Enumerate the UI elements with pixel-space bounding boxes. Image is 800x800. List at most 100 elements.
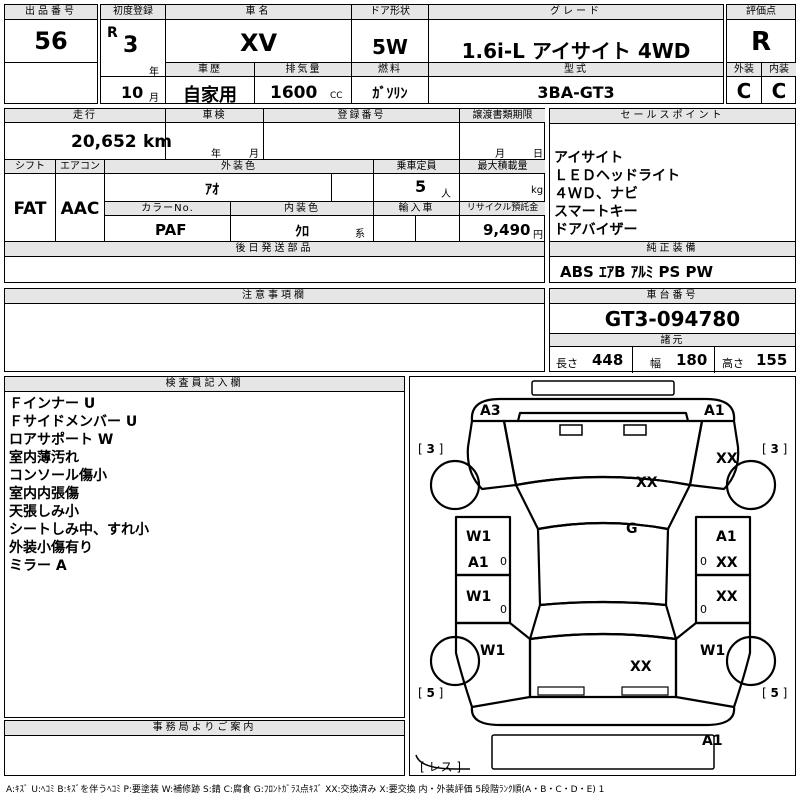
rear-right-wheel xyxy=(725,635,777,687)
mileage: 20,652 xyxy=(71,132,137,152)
color-label: 外装色 xyxy=(105,160,373,174)
notes-box: 注意事項欄 xyxy=(4,288,545,372)
notes-label: 注意事項欄 xyxy=(5,289,544,304)
sales-point: ドアバイザー xyxy=(554,222,638,238)
length-label: 長さ xyxy=(556,357,578,370)
rear-light-mark xyxy=(537,686,585,696)
cc-label: 排気量 xyxy=(255,63,352,76)
mark-w1-left-rear: W1 xyxy=(466,589,491,605)
chassis-label: 車台番号 xyxy=(550,289,795,304)
inspector-line: ロアサポート W xyxy=(9,432,114,448)
height: 155 xyxy=(756,351,788,369)
tire-depth-fr: [ 3 ] xyxy=(762,442,787,456)
spare-tire: [ レス ] xyxy=(420,760,461,774)
dimensions-label: 諸元 xyxy=(550,334,795,347)
capacity-unit: 人 xyxy=(441,189,451,200)
rear-bumper xyxy=(470,706,736,727)
lot-number: 56 xyxy=(34,27,68,55)
mark-zero: 0 xyxy=(700,603,707,616)
roof xyxy=(536,521,670,607)
inspector-line: シートしみ中、すれ小 xyxy=(9,522,149,538)
inspector-label: 検査員記入欄 xyxy=(5,377,404,392)
mark-a1-top: A1 xyxy=(704,403,725,419)
tire-depth-rl: [ 5 ] xyxy=(418,686,443,700)
fuel-type: ｶﾞｿﾘﾝ xyxy=(372,86,408,102)
body-color: ｱｵ xyxy=(205,182,219,198)
office-box: 事務局よりご案内 xyxy=(4,720,405,776)
chassis-box: 車台番号 GT3-094780 諸元 長さ 448 幅 180 高さ 155 xyxy=(549,288,796,373)
right-rear-quarter xyxy=(674,621,752,709)
width-label: 幅 xyxy=(650,357,661,370)
mark-zero: 0 xyxy=(500,555,507,568)
car-history: 自家用 xyxy=(183,85,237,106)
length: 448 xyxy=(592,351,624,369)
color-number: PAF xyxy=(155,221,187,239)
equipment-items: ABS ｴｱB ｱﾙﾐ PS PW xyxy=(560,263,714,281)
colorno-label: カラーNo. xyxy=(105,202,230,216)
inspector-line: 室内内張傷 xyxy=(9,486,79,502)
import-label: 輸入車 xyxy=(374,202,459,216)
sales-point: アイサイト xyxy=(554,150,624,166)
capacity-label: 乗車定員 xyxy=(374,160,459,174)
intcolor-label: 内装色 xyxy=(231,202,373,216)
inspector-line: ミラー A xyxy=(9,558,67,574)
rear-bumper-frame xyxy=(491,734,715,770)
later-parts-label: 後日発送部品 xyxy=(5,242,544,257)
car-name-box: 車名 XV 車歴 排気量 自家用 1600 CC xyxy=(165,4,352,106)
grade: 1.6i-L アイサイト 4WD xyxy=(461,39,691,63)
transfer-label: 譲渡書類期限 xyxy=(460,109,545,123)
mark-xx-right-front: XX xyxy=(716,451,738,467)
mark-xx-right-door: XX xyxy=(716,555,738,571)
recycle-fee: 9,490 xyxy=(483,221,531,239)
left-front-fender xyxy=(466,419,518,491)
model-label: 型式 xyxy=(429,63,723,76)
score-label: 評価点 xyxy=(727,5,795,20)
mark-xx-trunk: XX xyxy=(630,659,652,675)
sales-points-box: セールスポイント アイサイト ＬＥＤヘッドライト ４ＷＤ、ナビ スマートキー ド… xyxy=(549,108,796,242)
mark-a3: A3 xyxy=(480,403,501,419)
mileage-unit: km xyxy=(143,132,173,152)
engine-cc: 1600 xyxy=(270,83,318,103)
grade-label: グレード xyxy=(429,5,723,20)
later-parts-box: 後日発送部品 xyxy=(4,241,545,283)
left-rear-quarter xyxy=(454,621,532,709)
front-grille-mark xyxy=(559,424,583,436)
load-unit: kg xyxy=(531,185,544,196)
cc-unit: CC xyxy=(330,91,343,101)
inspection-year-unit: 年 xyxy=(211,149,221,160)
ext-label: 外装 xyxy=(727,63,761,76)
damage-legend: A:ｷｽﾞ U:ﾍｺﾐ B:ｷｽﾞを伴うﾍｺﾐ P:要塗装 W:補修跡 S:錆 … xyxy=(6,785,605,795)
front-grille-mark xyxy=(623,424,647,436)
sales-point: ＬＥＤヘッドライト xyxy=(554,168,680,184)
regno-label: 登録番号 xyxy=(264,109,459,123)
lot-box: 出品番号 56 xyxy=(4,4,98,104)
capacity: 5 xyxy=(415,177,427,196)
inspector-line: 室内薄汚れ xyxy=(9,450,79,466)
inspector-notes: Ｆインナー U Ｆサイドメンバー U ロアサポート W 室内薄汚れ コンソール傷… xyxy=(9,395,149,575)
history-label: 車歴 xyxy=(166,63,254,76)
mark-w1-right-wheel: W1 xyxy=(700,643,725,659)
door-type: 5W xyxy=(372,35,408,59)
tire-depth-rr: [ 5 ] xyxy=(762,686,787,700)
rear-left-wheel xyxy=(429,635,481,687)
inspector-line: Ｆサイドメンバー U xyxy=(9,414,138,430)
car-name-label: 車名 xyxy=(166,5,351,20)
mark-w1-left-wheel: W1 xyxy=(480,643,505,659)
shift-label: シフト xyxy=(5,160,55,174)
mark-w1-left: W1 xyxy=(466,529,491,545)
front-left-wheel xyxy=(429,459,481,511)
mark-zero: 0 xyxy=(500,603,507,616)
mark-a1-right: A1 xyxy=(716,529,737,545)
registration-month: 10 xyxy=(121,83,144,102)
sales-points-label: セールスポイント xyxy=(550,109,795,124)
hood-edge xyxy=(516,411,690,422)
inspector-line: 天張しみ小 xyxy=(9,504,79,520)
inspector-line: コンソール傷小 xyxy=(9,468,107,484)
vehicle-info-box: 走行 車検 登録番号 譲渡書類期限 20,652 km 年 月 月 日 シフト … xyxy=(4,108,545,243)
door-label: ドア形状 xyxy=(352,5,428,20)
inspector-line: 外装小傷有り xyxy=(9,540,93,556)
transfer-day-unit: 日 xyxy=(533,149,543,160)
ac-label: エアコン xyxy=(56,160,104,174)
month-unit: 月 xyxy=(149,93,159,104)
registration-era: R xyxy=(107,25,118,41)
